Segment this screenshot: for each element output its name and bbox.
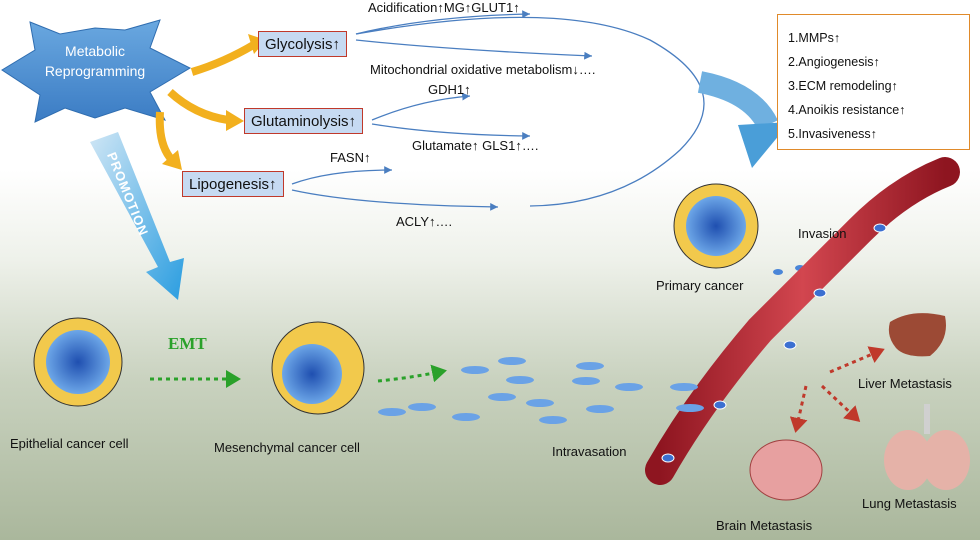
hub-line1: Metabolic [65,43,125,59]
lung-label: Lung Metastasis [862,496,957,511]
lung-image [884,404,970,490]
glutamate-text: Glutamate↑ GLS1↑…. [412,138,539,153]
mesenchymal-label: Mesenchymal cancer cell [214,440,360,455]
hub-arrow-lipogenesis [155,111,176,163]
hub-line2: Reprogramming [44,63,146,79]
glycolysis-box: Glycolysis↑ [258,31,348,57]
emt-label: EMT [168,334,207,353]
epithelial-label: Epithelial cancer cell [10,436,129,451]
mesenchymal-cluster [271,321,365,415]
liver-label: Liver Metastasis [858,376,952,391]
legend-item-ecm: 3.ECM remodeling↑ [788,79,898,93]
acly-text: ACLY↑…. [396,214,453,229]
hub-arrow-glycolysis [190,40,258,76]
acidification-text: Acidification↑MG↑GLUT1↑ [368,0,520,15]
gdh1-text: GDH1↑ [428,82,471,97]
brain-image [749,439,823,501]
intravasation-label: Intravasation [552,444,627,459]
legend-item-invasiveness: 5.Invasiveness↑ [788,127,877,141]
hub-arrow-glutaminolysis [167,89,229,124]
outcomes-legend: 1.MMPs↑ 2.Angiogenesis↑ 3.ECM remodeling… [777,14,970,150]
fasn-text: FASN↑ [330,150,371,165]
mito-text: Mitochondrial oxidative metabolism↓…. [370,62,596,77]
legend-item-anoikis: 4.Anoikis resistance↑ [788,103,906,117]
liver-image [888,313,946,357]
legend-item-mmps: 1.MMPs↑ [788,31,841,45]
curved-arrow-to-primary [697,71,778,131]
primary-cancer-cluster [673,183,759,269]
glutaminolysis-box: Glutaminolysis↑ [244,108,364,134]
metabolic-reprogramming-label: Metabolic Reprogramming [35,41,155,81]
promotion-arrow [90,132,184,300]
brain-label: Brain Metastasis [716,518,813,533]
metabolic-hub-shape [1,19,192,123]
invasion-label: Invasion [798,226,847,241]
primary-cancer-label: Primary cancer [656,278,744,293]
lipogenesis-box: Lipogenesis↑ [182,171,284,197]
legend-item-angiogenesis: 2.Angiogenesis↑ [788,55,880,69]
epithelial-cluster [33,317,123,407]
